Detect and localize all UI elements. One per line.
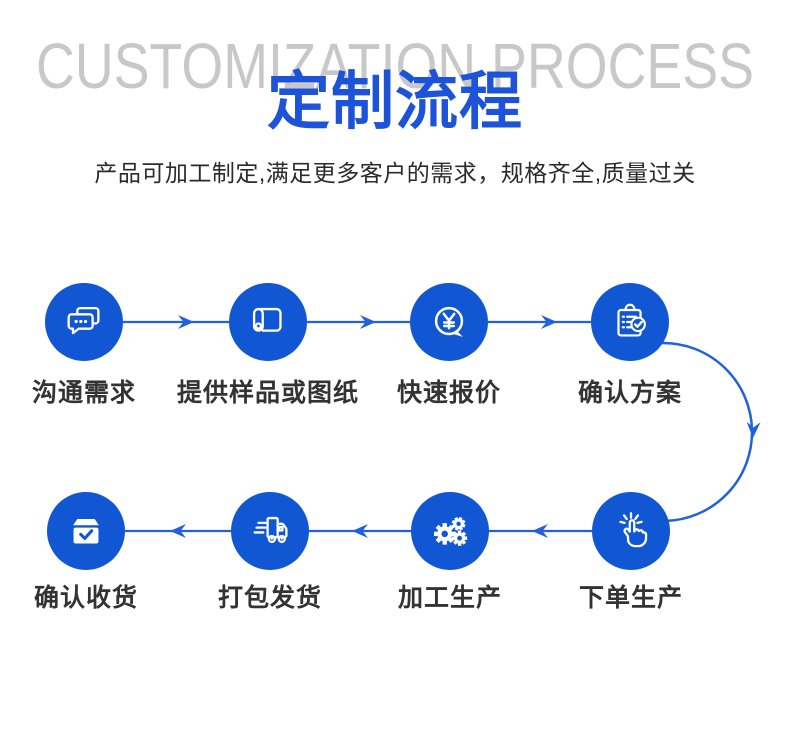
chat-icon [67,306,100,335]
arrowhead-left-icon [170,524,186,538]
arrowhead-right-icon [178,315,194,329]
page-title: 定制流程 [267,67,523,137]
step-label: 确认方案 [577,379,682,407]
blueprint-icon [252,307,282,332]
click-order-icon [619,512,648,548]
step-label: 加工生产 [397,584,502,612]
step-label: 提供样品或图纸 [176,379,359,407]
step-quote [410,283,488,361]
step-shipping [231,492,309,570]
arrowhead-right-icon [360,315,376,329]
gears-icon [433,516,468,546]
step-production [411,492,489,570]
step-place-order [592,492,670,570]
step-label: 沟通需求 [31,379,136,407]
arrowhead-left-icon [532,524,548,538]
step-label: 快速报价 [396,379,501,407]
truck-icon [253,516,288,544]
step-communicate [45,283,123,361]
arrowhead-right-icon [541,315,557,329]
step-label: 打包发货 [217,584,322,612]
step-label: 确认收货 [33,584,138,612]
curve-connector [660,341,754,523]
step-confirm-plan [591,283,669,361]
box-check-icon [73,519,99,544]
arrowhead-down-icon [746,421,761,438]
step-receive [47,492,125,570]
page-subtitle: 产品可加工制定,满足更多客户的需求，规格齐全,质量过关 [94,160,696,186]
step-samples [229,283,307,361]
en-title: CUSTOMIZATION PROCESS [36,30,754,102]
price-quote-icon [434,306,464,337]
en-title-banner: CUSTOMIZATION PROCESS [36,30,754,102]
step-label: 下单生产 [578,584,683,612]
clipboard-check-icon [617,303,646,337]
arrowhead-left-icon [352,524,368,538]
